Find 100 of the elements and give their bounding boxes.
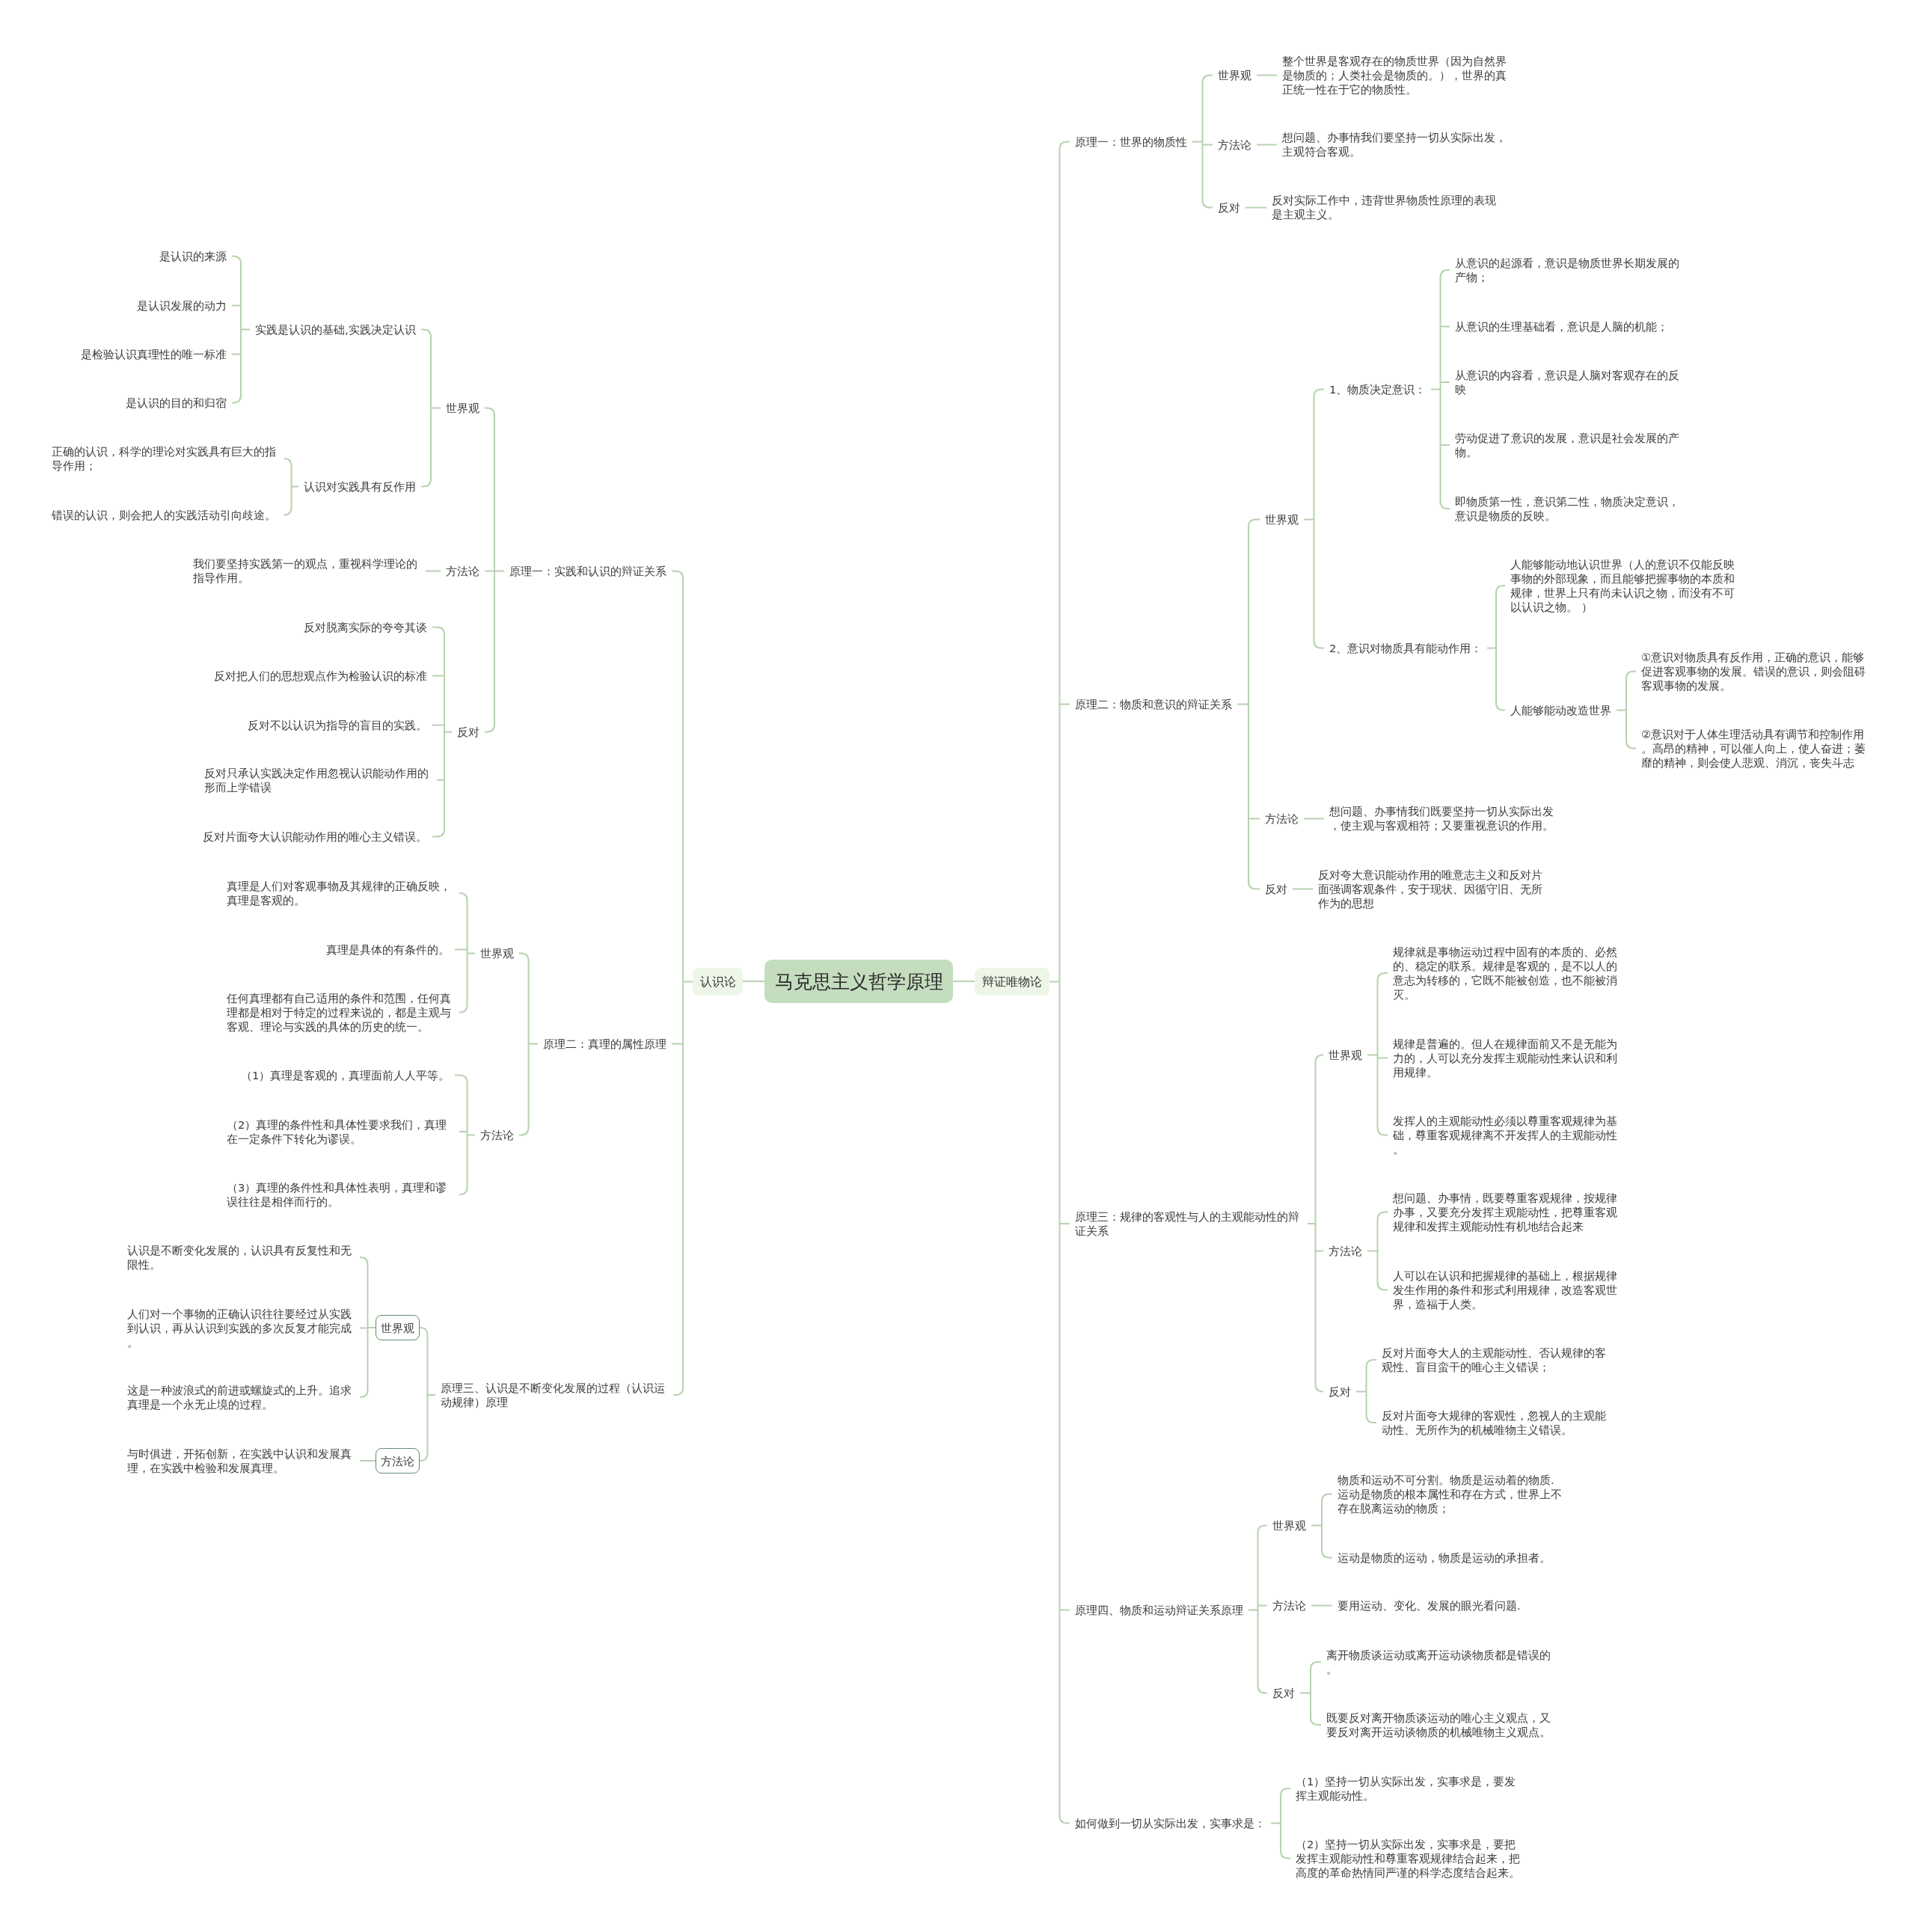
- connector-line: [1292, 888, 1314, 890]
- branch-label: 方法论: [1267, 1595, 1311, 1615]
- note-text: 反对只承认实践决定作用忽视认识能动作用的形而上学错误: [199, 764, 437, 797]
- note-text: （1）真理是客观的，真理面前人人平等。: [236, 1065, 456, 1085]
- note-text: 规律就是事物运动过程中固有的本质的、必然的、稳定的联系。规律是客观的，是不以人的意志为转移的，它既不能被创造，也不能被消灭。: [1388, 942, 1626, 1004]
- connector-line: [671, 570, 693, 1396]
- note-text: 真理是人们对客观事物及其规律的正确反映，真理是客观的。: [221, 877, 459, 910]
- note-text: （2）真理的条件性和具体性要求我们，真理在一定条件下转化为谬误。: [221, 1115, 459, 1148]
- connector-line: [1303, 388, 1325, 649]
- note-text: 即物质第一性，意识第二性，物质决定意识，意识是物质的反映。: [1450, 492, 1688, 525]
- connector-line: [1256, 144, 1278, 146]
- note-text: 正确的认识，科学的理论对实践具有巨大的指导作用；: [46, 442, 284, 475]
- note-text: 反对夸大意识能动作用的唯意志主义和反对片面强调客观条件，安于现状、因循守旧、无所作为的思想: [1313, 865, 1551, 913]
- branch-label: 反对: [1323, 1381, 1356, 1401]
- connector-line: [1256, 74, 1278, 76]
- note-text: 整个世界是客观存在的物质世界（因为自然界是物质的；人类社会是物质的。），世界的真正统一性在于它的物质性。: [1277, 51, 1515, 99]
- branch-label: 方法论: [475, 1125, 519, 1144]
- branch-label: 方法论: [1323, 1241, 1367, 1260]
- main-topic: 辩证唯物论: [975, 967, 1050, 996]
- connector-line: [742, 981, 765, 982]
- note-text: 是认识的目的和归宿: [120, 393, 232, 412]
- note-text: 是认识的来源: [154, 246, 232, 266]
- principle-heading: 原理四、物质和运动辩证关系原理: [1070, 1600, 1248, 1619]
- note-text: 反对片面夸大人的主观能动性、否认规律的客观性、盲目蛮干的唯心主义错误；: [1376, 1343, 1614, 1376]
- principle-heading: 原理三、认识是不断变化发展的过程（认识运动规律）原理: [435, 1379, 673, 1411]
- note-text: 人能够能动地认识世界（人的意识不仅能反映事物的外部现象，而且能够把握事物的本质和规律，世界上只有尚未认识之物，而没有不可以认识之物。 ）: [1505, 555, 1743, 616]
- branch-label: 世界观: [1267, 1515, 1311, 1535]
- note-text: （1）坚持一切从实际出发，实事求是，要发挥主观能动性。: [1290, 1772, 1528, 1805]
- branch-label: 人能够能动改造世界: [1505, 700, 1617, 720]
- category-box: 方法论: [376, 1448, 420, 1473]
- branch-label: 方法论: [441, 561, 485, 580]
- connector-line: [419, 1327, 436, 1462]
- note-text: 认识是不断变化发展的，认识具有反复性和无限性。: [122, 1241, 360, 1274]
- branch-label: 世界观: [1323, 1045, 1367, 1064]
- connector-line: [1270, 1788, 1291, 1859]
- note-text: 从意识的起源看，意识是物质世界长期发展的产物；: [1450, 254, 1688, 286]
- branch-label: 反对: [1267, 1683, 1300, 1702]
- note-text: ①意识对物质具有反作用，正确的意识，能够促进客观事物的发展。错误的意识，则会阻碍客观事物的发展。: [1636, 647, 1874, 695]
- connector-line: [359, 1257, 376, 1398]
- note-text: 我们要坚持实践第一的观点，重视科学理论的指导作用。: [188, 554, 426, 587]
- note-text: 人可以在认识和把握规律的基础上，根据规律发生作用的条件和形式利用规律，改造客观世界，造福于人类。: [1388, 1266, 1626, 1313]
- note-text: ②意识对于人体生理活动具有调节和控制作用。高昂的精神，可以催人向上，使人奋进；萎靡的精神，则会使人悲观、消沉，丧失斗志: [1636, 724, 1874, 772]
- note-text: 任何真理都有自己适用的条件和范围，任何真理都是相对于特定的过程来说的，都是主观与客观、理论与实践的具体的历史的统一。: [221, 988, 459, 1036]
- principle-heading: 原理三：规律的客观性与人的主观能动性的辩证关系: [1070, 1207, 1308, 1240]
- connector-line: [1486, 585, 1506, 711]
- connector-line: [518, 952, 539, 1136]
- branch-label: 世界观: [475, 943, 519, 963]
- branch-label: 世界观: [1260, 509, 1304, 529]
- branch-label: 2、意识对物质具有能动作用：: [1324, 638, 1488, 657]
- connector-line: [1616, 670, 1637, 749]
- principle-heading: 原理二：真理的属性原理: [538, 1034, 672, 1053]
- note-text: 运动是物质的运动，物质是运动的承担者。: [1332, 1548, 1556, 1567]
- main-topic: 认识论: [693, 967, 743, 996]
- branch-label: 世界观: [1213, 65, 1257, 85]
- note-text: 劳动促进了意识的发展，意识是社会发展的产物。: [1450, 429, 1688, 461]
- note-text: 既要反对离开物质谈运动的唯心主义观点，又要反对离开运动谈物质的机械唯物主义观点。: [1321, 1708, 1559, 1741]
- connector-line: [425, 570, 441, 572]
- connector-line: [420, 328, 441, 488]
- note-text: 反对把人们的思想观点作为检验认识的标准: [209, 666, 432, 685]
- branch-label: 世界观: [441, 398, 485, 417]
- central-topic: 马克思主义哲学原理: [765, 960, 953, 1003]
- note-text: 与时俱进，开拓创新，在实践中认识和发展真理，在实践中检验和发展真理。: [122, 1444, 360, 1477]
- note-text: 离开物质谈运动或离开运动谈物质都是错误的。: [1321, 1646, 1559, 1678]
- note-text: 物质和运动不可分割。物质是运动着的物质.运动是物质的根本属性和存在方式，世界上不存在脱离运动的物质；: [1332, 1470, 1570, 1518]
- note-text: 想问题、办事情我们既要坚持一切从实际出发，使主观与客观相符；又要重视意识的作用。: [1324, 802, 1562, 835]
- connector-line: [1237, 518, 1260, 890]
- note-text: （2）坚持一切从实际出发，实事求是，要把发挥主观能动性和尊重客观规律结合起来，把高度的革命热情同严谨的科学态度结合起来。: [1290, 1834, 1528, 1882]
- category-box: 世界观: [376, 1315, 420, 1340]
- branch-label: 反对: [452, 722, 485, 741]
- connector-line: [454, 892, 476, 1013]
- note-text: 反对实际工作中，违背世界物质性原理的表现是主观主义。: [1266, 191, 1504, 224]
- branch-label: 1、物质决定意识：: [1324, 379, 1432, 399]
- branch-label: 反对: [1213, 197, 1245, 217]
- note-text: 想问题、办事情，既要尊重客观规律，按规律办事，又要充分发挥主观能动性，把尊重客观规律和发挥主观能动性有机地结合起来: [1388, 1188, 1626, 1236]
- connector-line: [1430, 269, 1450, 509]
- connector-line: [432, 626, 453, 838]
- connector-line: [1367, 972, 1388, 1136]
- connector-line: [1311, 1493, 1333, 1559]
- principle-heading: 原理二：物质和意识的辩证关系: [1070, 694, 1237, 714]
- connector-line: [1355, 1359, 1377, 1423]
- note-text: 是检验认识真理性的唯一标准: [76, 344, 232, 364]
- principle-heading: 原理一：实践和认识的辩证关系: [504, 561, 672, 580]
- branch-label: 方法论: [1260, 809, 1304, 828]
- branch-label: 反对: [1260, 879, 1293, 898]
- connector-line: [283, 458, 299, 516]
- note-text: 反对片面夸大规律的客观性，忽视人的主观能动性、无所作为的机械唯物主义错误。: [1376, 1406, 1614, 1439]
- note-text: 是认识发展的动力: [132, 295, 232, 315]
- note-text: 要用运动、变化、发展的眼光看问题.: [1332, 1595, 1526, 1615]
- branch-label: 认识对实践具有反作用: [298, 476, 421, 496]
- connector-line: [454, 1074, 476, 1195]
- note-text: 这是一种波浪式的前进或螺旋式的上升。追求真理是一个永无止境的过程。: [122, 1381, 360, 1414]
- connector-line: [1311, 1604, 1333, 1607]
- note-text: 反对不以认识为指导的盲目的实践。: [242, 715, 432, 735]
- connector-line: [1299, 1661, 1322, 1726]
- principle-heading: 原理一：世界的物质性: [1070, 132, 1192, 151]
- connector-line: [359, 1460, 376, 1462]
- note-text: 人们对一个事物的正确认识往往要经过从实践到认识，再从认识到实践的多次反复才能完成。: [122, 1304, 360, 1352]
- connector-line: [952, 981, 975, 982]
- connector-line: [1245, 206, 1267, 209]
- principle-heading: 如何做到一切从实际出发，实事求是：: [1070, 1813, 1271, 1833]
